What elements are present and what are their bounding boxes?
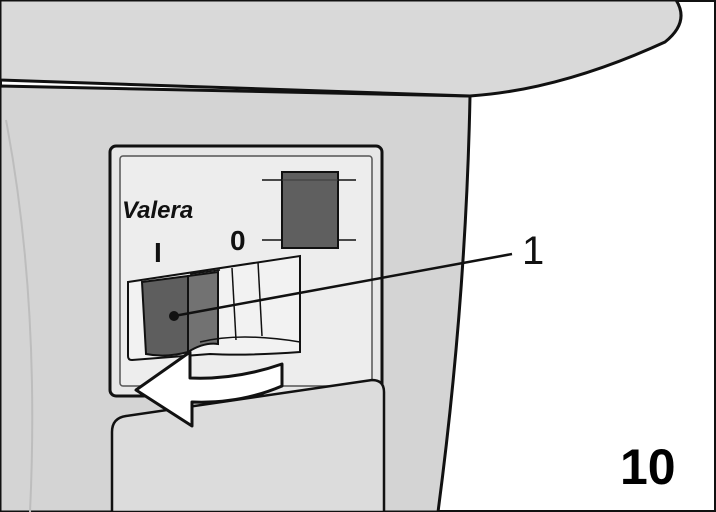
switch-mark-on: I: [154, 237, 162, 268]
callout-label-1: 1: [522, 229, 544, 273]
callout-dot: [169, 311, 179, 321]
switch-mark-off: 0: [230, 225, 246, 256]
switch-blade-curve: [199, 336, 301, 343]
figure-number: 10: [620, 439, 676, 495]
callout-line: [173, 252, 513, 318]
appliance-top-cap: [0, 0, 683, 98]
brand-logo: Valera: [122, 197, 193, 224]
direction-arrow-icon: [134, 350, 284, 428]
body-shading: [5, 119, 34, 512]
indicator-light: [281, 171, 339, 249]
rocker-edge: [189, 269, 221, 275]
